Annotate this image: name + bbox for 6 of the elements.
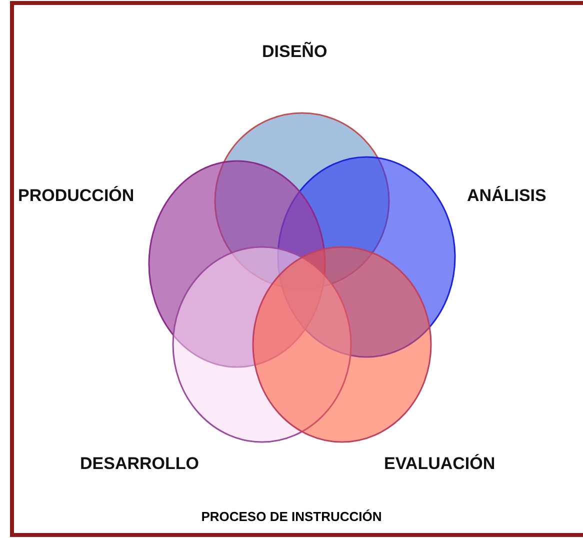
circle-label: DESARROLLO [80,454,199,474]
circle-label: EVALUACIÓN [384,454,496,474]
circle-label: PRODUCCIÓN [18,186,134,206]
circle-label: ANÁLISIS [467,186,546,206]
circle-label: DISEÑO [262,42,328,62]
caption: PROCESO DE INSTRUCCIÓN [200,509,383,524]
